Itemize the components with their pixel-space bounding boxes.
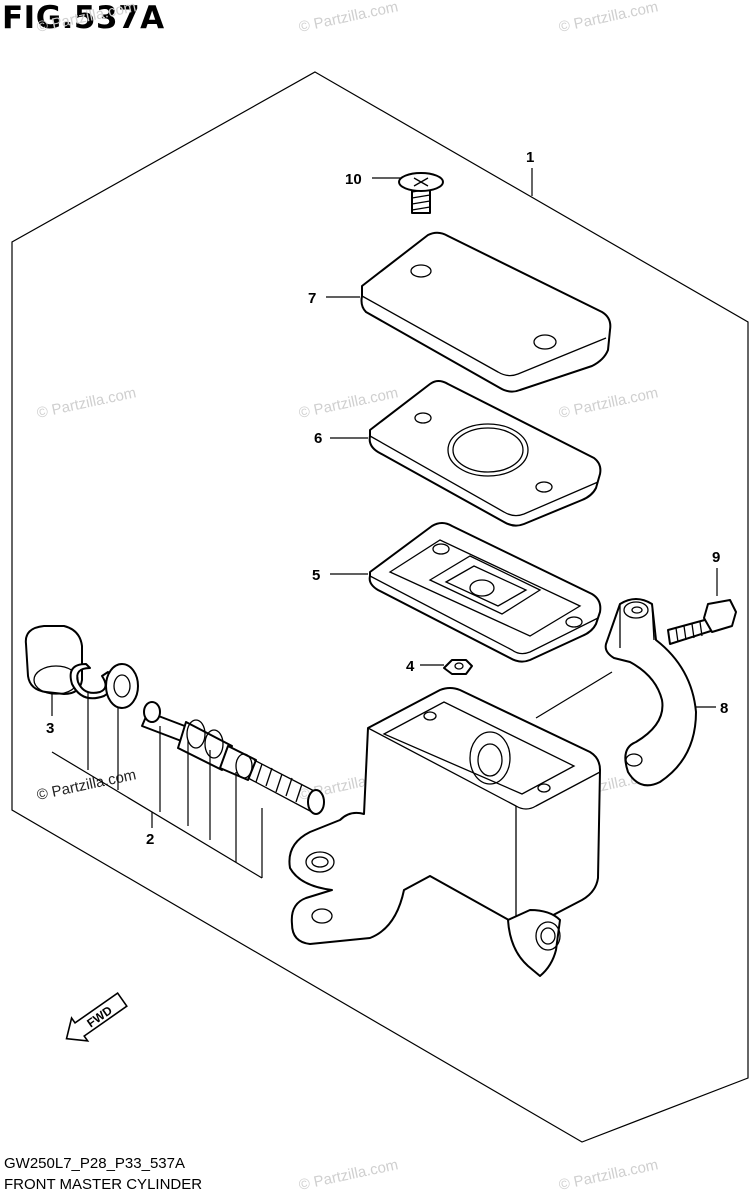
- boot-part-3: [24, 625, 83, 695]
- figure-title: FIG.537A: [2, 0, 165, 36]
- diaphragm-part-5: [368, 522, 602, 663]
- callout-leaders: [51, 168, 718, 828]
- watermark: © Partzilla.com: [297, 0, 399, 36]
- callout-8: 8: [720, 700, 728, 717]
- callout-4: 4: [406, 658, 415, 675]
- clip-part-4: [443, 659, 473, 675]
- watermark: © Partzilla.com: [557, 1156, 659, 1194]
- plate-part-6: [368, 380, 602, 527]
- callout-labels: 1 2 3 4 5 6 7 8 9 10: [46, 149, 728, 848]
- fwd-arrow-icon: FWD: [65, 991, 128, 1042]
- watermark: © Partzilla.com: [557, 384, 659, 422]
- assembly-outline: [11, 71, 749, 1143]
- piston-part-2: [141, 701, 325, 815]
- callout-2: 2: [146, 831, 154, 848]
- master-cylinder-body: [288, 687, 601, 977]
- watermark: © Partzilla.com: [35, 0, 137, 36]
- watermark: © Partzilla.com: [297, 384, 399, 422]
- callout-7: 7: [308, 290, 316, 307]
- screw-part-10: [398, 172, 444, 214]
- clamp-part-8: [604, 598, 697, 787]
- diagram-code: GW250L7_P28_P33_537A: [4, 1155, 185, 1172]
- callout-9: 9: [712, 549, 720, 566]
- watermark: © Partzilla.com: [35, 384, 137, 422]
- cap-part-7: [360, 231, 612, 393]
- part-2-bracket: [51, 692, 263, 879]
- watermark: © Partzilla.com: [297, 1156, 399, 1194]
- bolt-part-9: [667, 599, 737, 645]
- callout-10: 10: [345, 171, 362, 188]
- callout-3: 3: [46, 720, 54, 737]
- washer: [105, 663, 139, 709]
- watermark: © Partzilla.com: [35, 766, 137, 804]
- callout-5: 5: [312, 567, 320, 584]
- callout-6: 6: [314, 430, 322, 447]
- watermark: © Partzilla.com: [557, 0, 659, 36]
- callout-1: 1: [526, 149, 534, 166]
- diagram-name: FRONT MASTER CYLINDER: [4, 1176, 203, 1193]
- circlip: [69, 663, 114, 700]
